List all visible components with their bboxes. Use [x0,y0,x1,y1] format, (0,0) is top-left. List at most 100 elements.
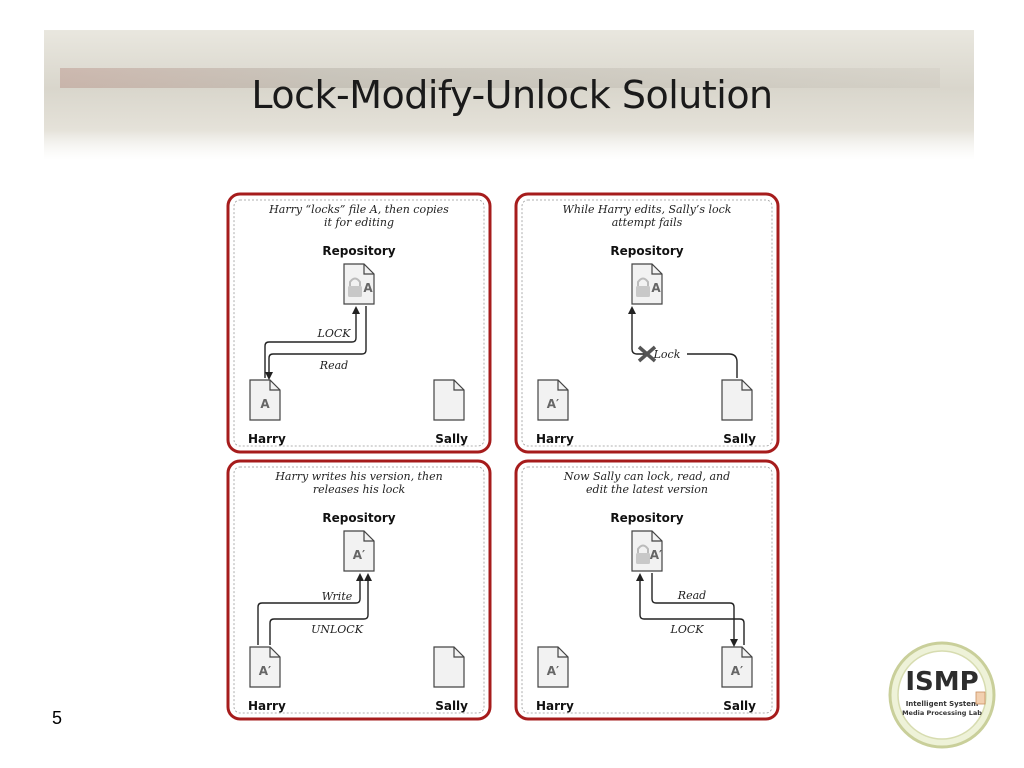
panel-border [226,192,492,454]
harry-file: A′ [537,379,569,421]
fail-x-icon [637,345,657,363]
panel-caption: it for editing [324,216,394,229]
harry-file: A′ [537,646,569,688]
lock-icon [348,277,362,297]
sally-label: Sally [723,699,756,713]
sally-label: Sally [435,699,468,713]
file-fold [453,380,464,391]
file-label: A′ [650,548,662,562]
panel-caption: Now Sally can lock, read, and [563,470,730,483]
arrow-label: Write [322,590,353,603]
repository-label: Repository [610,244,683,258]
panel-border [514,192,780,454]
harry-label: Harry [248,432,286,446]
panel-caption: Harry “locks” file A, then copies [268,203,449,216]
repository-file: A′ [631,530,663,572]
harry-label: Harry [248,699,286,713]
sally-file [433,379,465,421]
file-icon [433,646,465,688]
logo-line1: Intelligent System [906,700,979,708]
banner-strip [60,68,940,88]
sally-file [721,379,753,421]
logo-mark: ISMP [905,667,978,697]
repository-file: A′ [343,530,375,572]
lock-body [636,286,650,297]
file-label: A′ [731,664,743,678]
lock-shackle [349,277,361,286]
slide-number: 5 [52,708,63,728]
arrow-lock-attempt-head [628,306,645,355]
arrow-label: Read [677,589,706,602]
file-icon [433,379,465,421]
sally-file: A′ [721,646,753,688]
file-label: A′ [259,664,271,678]
file-fold [557,647,568,658]
panel-border [226,459,492,721]
arrow-label: Read [319,359,348,372]
file-fold [453,647,464,658]
arrow-read [651,573,738,647]
file-fold [363,531,374,542]
repository-label: Repository [322,244,395,258]
file-fold [557,380,568,391]
file-label: A′ [353,548,365,562]
arrow-write [257,573,364,645]
file-icon [721,379,753,421]
file-fold [651,531,662,542]
panel-caption: edit the latest version [586,483,708,496]
arrow-lock [264,306,360,378]
arrow-lock [636,573,745,645]
file-label: A [260,397,270,411]
file-fold [741,647,752,658]
banner-fade [44,130,974,160]
arrow-label: LOCK [317,327,352,340]
lock-icon [636,544,650,564]
lock-icon [636,277,650,297]
arrow-label: LOCK [670,623,705,636]
harry-label: Harry [536,699,574,713]
file-fold [651,264,662,275]
file-fold [269,380,280,391]
panel-border [514,459,780,721]
panel-inner-border [521,199,773,447]
harry-file: A [249,379,281,421]
repository-label: Repository [610,511,683,525]
lock-body [348,286,362,297]
file-fold [363,264,374,275]
ismp-lab-logo: ISMP Intelligent System Media Processing… [888,641,996,749]
file-label: A [363,281,373,295]
repository-file: A [343,263,375,305]
arrow-unlock [269,573,372,645]
file-fold [269,647,280,658]
arrow-label: Lock [653,348,681,361]
panel-caption: attempt fails [612,216,683,229]
arrow-label: UNLOCK [311,623,364,636]
sally-file [433,646,465,688]
panel-inner-border [233,466,485,714]
slide-title: Lock-Modify-Unlock Solution [251,73,773,117]
lock-shackle [637,277,649,286]
harry-file: A′ [249,646,281,688]
arrow-lock-attempt [687,353,738,378]
harry-label: Harry [536,432,574,446]
panel-inner-border [521,466,773,714]
file-fold [741,380,752,391]
panel-caption: Harry writes his version, then [274,470,442,483]
panel-inner-border [233,199,485,447]
file-label: A′ [547,397,559,411]
lock-body [636,553,650,564]
logo-line2: Media Processing Lab [902,709,982,717]
sally-label: Sally [723,432,756,446]
file-label: A [651,281,661,295]
arrow-read [265,306,367,380]
panel-caption: While Harry edits, Sally’s lock [563,203,732,216]
panel-caption: releases his lock [313,483,406,496]
repository-file: A [631,263,663,305]
repository-label: Repository [322,511,395,525]
lock-shackle [637,544,649,553]
